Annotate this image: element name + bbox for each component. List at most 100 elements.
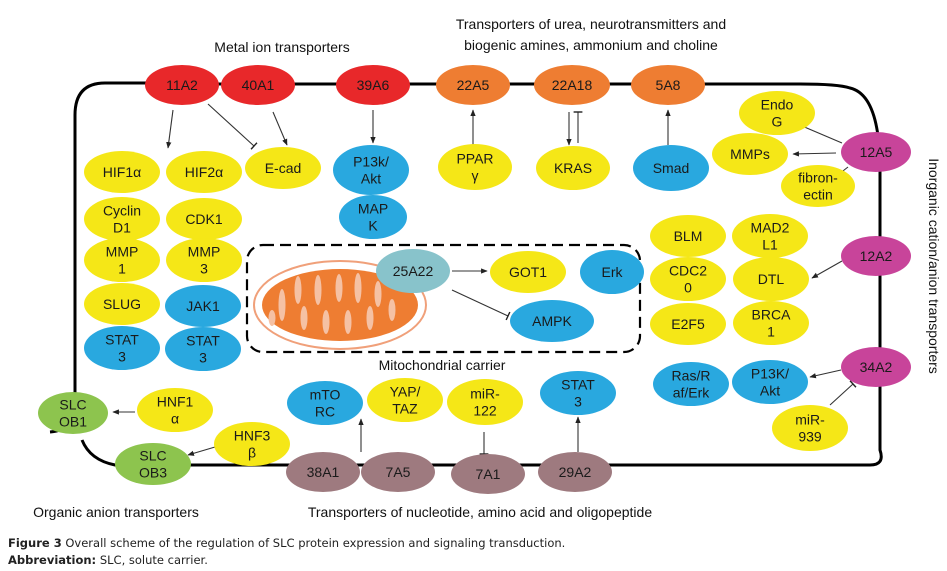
node-label: af/Erk (673, 385, 711, 401)
crista (322, 310, 330, 334)
activation-arrow (272, 111, 288, 146)
node-ellipse (631, 65, 705, 105)
node-ellipse (361, 452, 435, 492)
effector-ampk: AMPK (510, 300, 594, 342)
crista (344, 310, 352, 334)
node-label: 7A5 (386, 464, 411, 480)
transporter-t22a18: 22A18 (534, 65, 610, 105)
node-ellipse (580, 250, 644, 294)
node-label: GOT1 (509, 264, 547, 280)
node-ellipse (739, 91, 815, 135)
activation-arrow (166, 109, 174, 149)
effector-mir939: miR-939 (772, 405, 848, 451)
inhibition-edge (829, 380, 857, 406)
node-label: 7A1 (476, 466, 501, 482)
effector-mir122: miR-122 (447, 379, 523, 425)
node-label: P13k/ (353, 154, 389, 170)
node-ellipse (841, 347, 911, 387)
node-ellipse (490, 251, 566, 293)
effector-got1: GOT1 (490, 251, 566, 293)
node-label: JAK1 (186, 298, 220, 314)
node-ellipse (732, 360, 808, 404)
activation-arrow (792, 151, 837, 157)
node-label: ectin (803, 187, 833, 203)
node-label: 3 (574, 394, 582, 410)
node-ellipse (166, 238, 242, 282)
effector-dtl: DTL (733, 257, 809, 301)
transporter-t12a2: 12A2 (841, 236, 911, 276)
node-label: fibron- (798, 170, 838, 186)
node-label: 5A8 (656, 77, 681, 93)
crista (366, 306, 374, 330)
node-label: 3 (118, 349, 126, 365)
node-label: 12A5 (860, 144, 893, 160)
node-label: 40A1 (242, 77, 275, 93)
transporter-t7a5: 7A5 (361, 452, 435, 492)
node-label: 122 (473, 403, 497, 419)
node-ellipse (84, 283, 160, 325)
crista (335, 274, 343, 302)
node-ellipse (287, 381, 363, 425)
node-ellipse (772, 405, 848, 451)
node-label: TAZ (392, 401, 418, 417)
node-label: G (772, 114, 783, 130)
node-ellipse (733, 257, 809, 301)
effector-rasraferk: Ras/Raf/Erk (653, 362, 729, 406)
abbreviation-note: Abbreviation: SLC, solute carrier. (8, 553, 208, 567)
transporter-t25a22: 25A22 (376, 249, 450, 293)
node-label: SLC (59, 397, 86, 413)
node-ellipse (536, 146, 610, 190)
node-label: P13K/ (751, 366, 789, 382)
figure-number: Figure 3 (8, 536, 62, 550)
effector-erk: Erk (580, 250, 644, 294)
node-label: 3 (199, 350, 207, 366)
transporter-t7a1: 7A1 (451, 454, 525, 494)
transporter-t40a1: 40A1 (221, 65, 295, 105)
abbreviation-text: SLC, solute carrier. (96, 553, 208, 567)
node-ellipse (166, 151, 242, 193)
node-ellipse (510, 300, 594, 342)
node-label: MMP (188, 244, 221, 260)
node-label: K (368, 218, 378, 234)
effector-hif1a: HIF1α (84, 151, 160, 193)
transporter-t38a1: 38A1 (286, 452, 360, 492)
node-ellipse (653, 362, 729, 406)
node-label: 22A18 (552, 77, 593, 93)
effector-cdk1: CDK1 (166, 198, 242, 240)
abbreviation-label: Abbreviation: (8, 553, 97, 567)
node-ellipse (841, 132, 911, 172)
node-ellipse (245, 147, 321, 189)
node-label: CDC2 (669, 263, 707, 279)
crista (314, 275, 322, 305)
node-ellipse (534, 65, 610, 105)
group-label-organic-anion: Organic anion transporters (33, 504, 199, 520)
node-label: STAT (186, 333, 220, 349)
crista (300, 306, 308, 330)
node-ellipse (436, 65, 510, 105)
node-label: 0 (684, 280, 692, 296)
node-label: Smad (653, 160, 690, 176)
node-ellipse (451, 454, 525, 494)
node-ellipse (166, 198, 242, 240)
inhibition-edge (207, 103, 258, 150)
transporter-t22a5: 22A5 (436, 65, 510, 105)
node-ellipse (650, 257, 726, 301)
node-ellipse (733, 301, 809, 345)
node-ellipse (145, 65, 219, 105)
node-label: D1 (113, 220, 131, 236)
transporter-t11a2: 11A2 (145, 65, 219, 105)
node-label: Cyclin (103, 203, 141, 219)
node-label: MMPs (730, 146, 770, 162)
node-label: mTO (310, 387, 341, 403)
node-ellipse (339, 195, 407, 239)
node-label: Ras/R (672, 368, 711, 384)
node-label: miR- (795, 412, 825, 428)
